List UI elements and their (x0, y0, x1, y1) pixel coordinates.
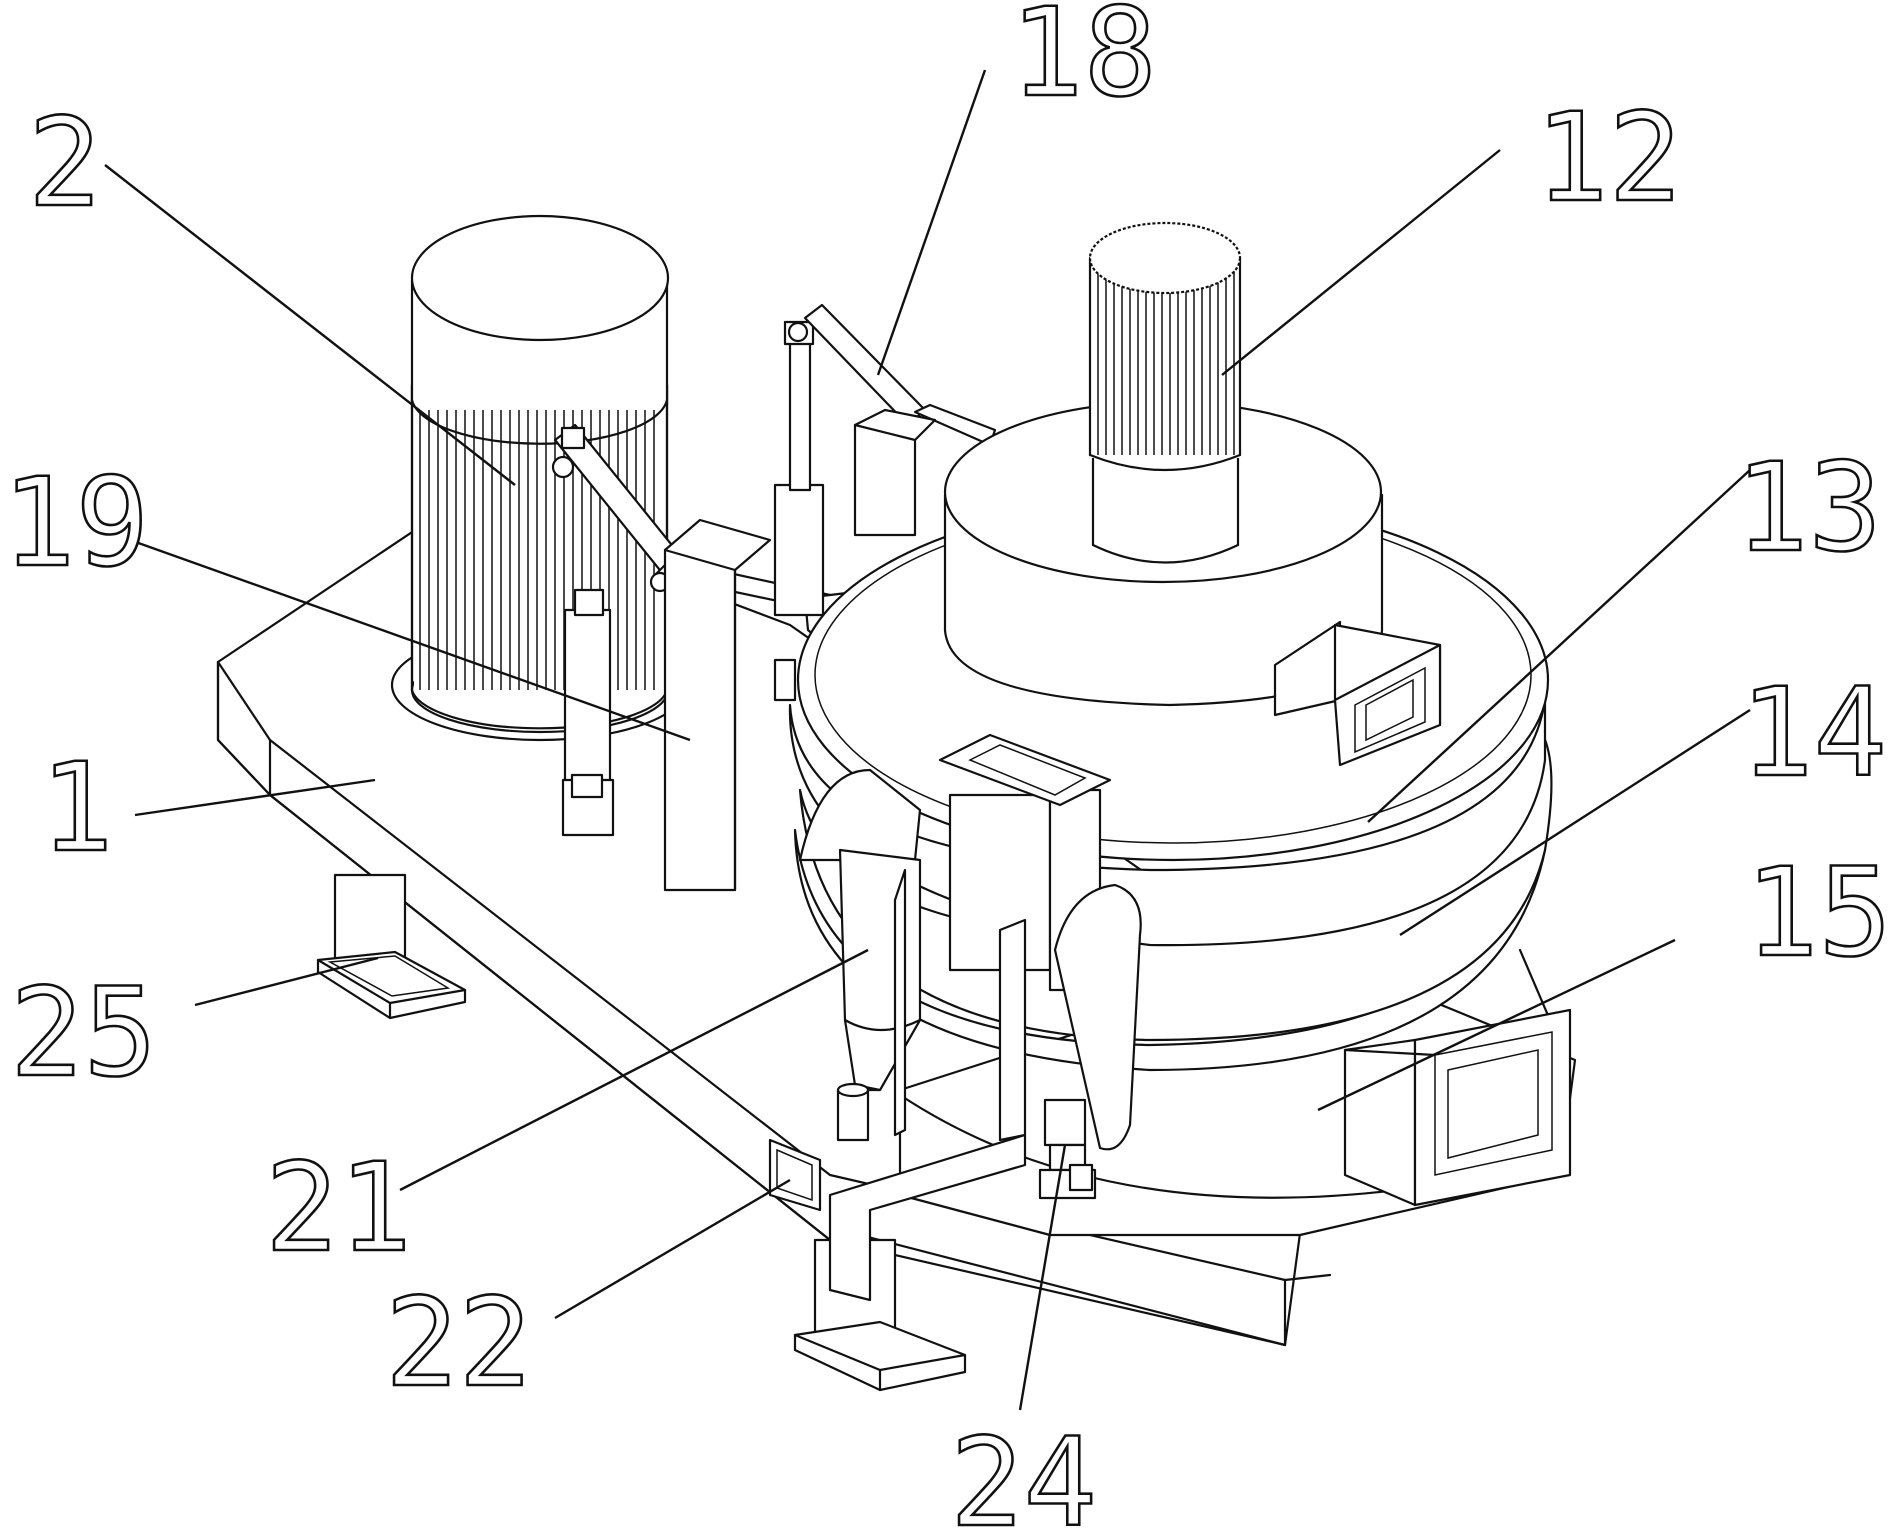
label-1: 1 (40, 737, 113, 879)
label-19: 19 (2, 452, 149, 594)
label-25: 25 (10, 962, 157, 1104)
label-15: 15 (1745, 842, 1892, 984)
label-14: 14 (1740, 662, 1887, 804)
label-12: 12 (1535, 87, 1682, 229)
label-21: 21 (265, 1137, 412, 1279)
top-motor (1090, 223, 1240, 563)
label-13: 13 (1735, 437, 1882, 579)
label-18: 18 (1010, 0, 1157, 124)
support-leg-front (795, 1240, 965, 1390)
label-22: 22 (385, 1272, 532, 1414)
left-motor (392, 216, 688, 740)
label-2: 2 (28, 92, 101, 234)
label-24: 24 (950, 1412, 1097, 1532)
